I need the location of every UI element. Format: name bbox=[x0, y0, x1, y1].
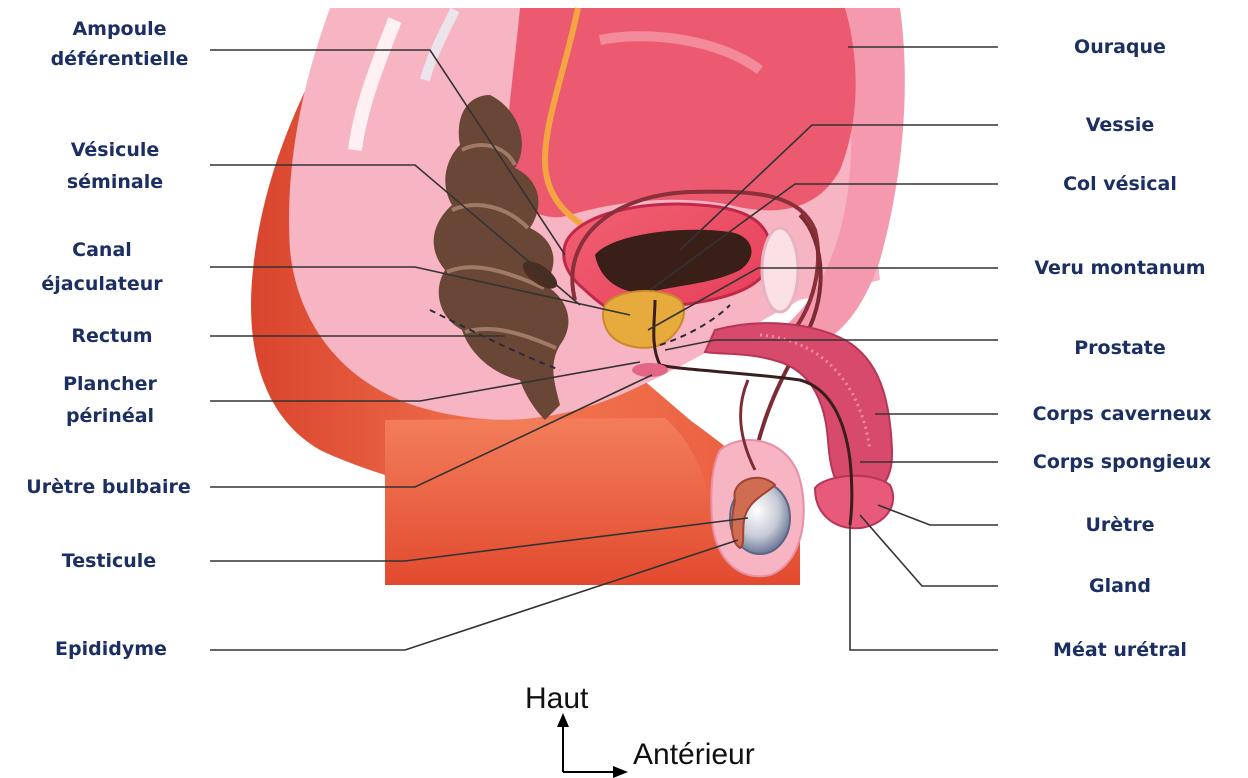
leader-meat bbox=[850, 525, 998, 650]
orientation-axes bbox=[557, 713, 628, 778]
label-gland: Gland bbox=[1010, 569, 1230, 603]
label-meat-uretral: Méat urétral bbox=[1010, 633, 1230, 667]
label-epididyme: Epididyme bbox=[36, 632, 186, 666]
label-corps-spongieux: Corps spongieux bbox=[1002, 445, 1242, 479]
label-uretre: Urètre bbox=[1010, 508, 1230, 542]
forward-arrow-head bbox=[613, 766, 628, 778]
label-veru-montanum: Veru montanum bbox=[1005, 251, 1235, 285]
label-testicule: Testicule bbox=[44, 544, 174, 578]
label-plancher: Plancher périnéal bbox=[35, 368, 185, 432]
leader-uretre bbox=[878, 505, 998, 525]
glans-shape bbox=[815, 476, 893, 528]
orientation-up-label: Haut bbox=[525, 682, 588, 716]
label-rectum: Rectum bbox=[52, 319, 172, 353]
label-canal: Canal éjaculateur bbox=[12, 233, 192, 301]
label-ouraque: Ouraque bbox=[1010, 30, 1230, 64]
label-vesicule: Vésicule séminale bbox=[40, 134, 190, 198]
label-prostate: Prostate bbox=[1010, 331, 1230, 365]
orientation-forward-label: Antérieur bbox=[633, 738, 755, 772]
pubic-bone bbox=[762, 228, 798, 312]
label-col-vesical: Col vésical bbox=[1010, 167, 1230, 201]
bulbar-urethra-shape bbox=[632, 363, 668, 377]
label-vessie: Vessie bbox=[1010, 108, 1230, 142]
label-ampoule: Ampoule déférentielle bbox=[32, 14, 207, 74]
label-uretre-bulbaire: Urètre bulbaire bbox=[6, 470, 211, 504]
label-corps-caverneux: Corps caverneux bbox=[1002, 397, 1242, 431]
